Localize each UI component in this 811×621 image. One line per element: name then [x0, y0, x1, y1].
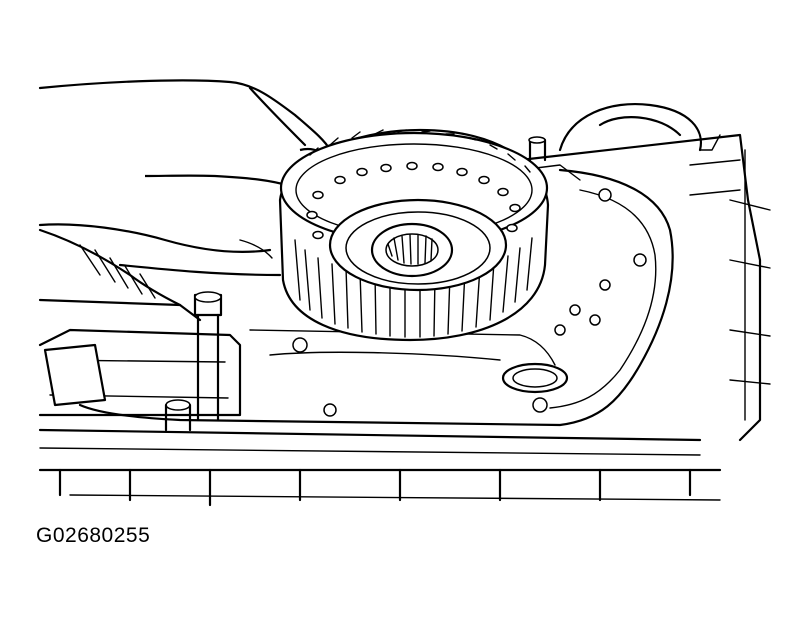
clutch-drum [278, 128, 550, 342]
drum-holes [306, 161, 521, 240]
transaxle-case [38, 103, 771, 507]
figure-code: G02680255 [36, 524, 151, 547]
oil-seal-bore [501, 362, 569, 394]
drum-hub [370, 222, 454, 278]
bolt-left [193, 291, 223, 422]
bolt-center [164, 399, 192, 432]
